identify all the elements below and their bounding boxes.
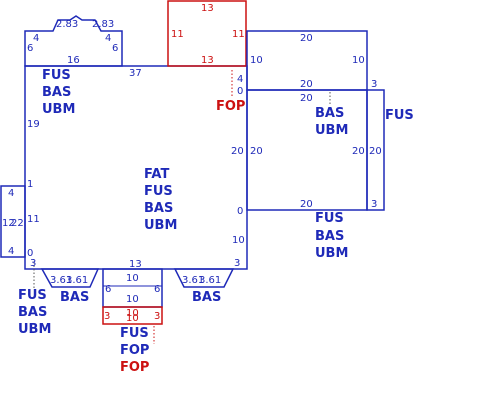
bot-right-label: BAS [192, 290, 221, 305]
dim-red-bot-right: 3 [154, 311, 160, 322]
dim-top-flap-left-side: 6 [27, 43, 33, 54]
dim-red-top-bottom: 13 [201, 55, 214, 66]
red-top-label: FOP [216, 99, 245, 114]
dim-bot-box-mid: 10 [126, 294, 139, 305]
dim-red-bot-left: 3 [104, 311, 110, 322]
dim-bot-box-left: 6 [105, 284, 111, 295]
dim-top-flap-left-top: 4 [33, 33, 39, 44]
dim-main-left-zero: 0 [27, 248, 33, 259]
right-side-panel-outline [366, 89, 385, 211]
dim-right-upper-bottom: 20 [300, 79, 313, 90]
top-flap-label-2: BAS [42, 85, 71, 100]
dim-top-flap-top-a: 2.83 [56, 19, 78, 30]
top-flap-outline [24, 15, 123, 67]
right-main-label-3: UBM [315, 246, 348, 261]
main-label-4: UBM [144, 218, 177, 233]
right-main-label-1: FUS [315, 211, 344, 226]
dim-bot-box-top: 10 [126, 273, 139, 284]
dim-red-bot-top: 10 [126, 308, 139, 319]
left-flap-label-2: BAS [18, 305, 47, 320]
right-upper-label-2: UBM [315, 123, 348, 138]
dim-top-flap-bottom: 16 [67, 55, 80, 66]
dim-red-top-left: 11 [171, 29, 184, 40]
left-flap-outline [0, 185, 26, 258]
dim-red-top-right: 11 [232, 29, 245, 40]
dim-right-main-left: 20 [250, 146, 263, 157]
dim-top-flap-top-b: 2.83 [92, 19, 114, 30]
bottom-left-flap-outline [40, 268, 100, 288]
dim-right-main-top: 20 [300, 93, 313, 104]
dim-main-right-top: 4 [237, 74, 243, 85]
dim-bot-left-a: 3.61 [50, 275, 72, 286]
dim-top-flap-right-top: 4 [105, 33, 111, 44]
dim-right-upper-left: 10 [250, 55, 263, 66]
dim-bot-right-b: 3.61 [199, 275, 221, 286]
region-labels: FUS BAS UBM FOP FAT FUS BAS UBM BAS UBM … [18, 68, 414, 375]
right-side-label: FUS [385, 108, 414, 123]
red-bot-label: FOP [120, 360, 149, 375]
dim-left-flap-mid2: 22 [11, 218, 24, 229]
dim-right-side-bottom: 3 [371, 199, 377, 210]
dim-bot-box-right: 6 [154, 284, 160, 295]
dim-main-left-upper: 19 [27, 119, 40, 130]
dim-right-side-mid: 20 [369, 146, 382, 157]
left-flap-label-1: FUS [18, 288, 47, 303]
dim-main-right-mid: 20 [231, 146, 244, 157]
dim-main-right-bottom: 3 [234, 258, 240, 269]
dim-main-right-zero2: 0 [237, 206, 243, 217]
top-flap-label-1: FUS [42, 68, 71, 83]
top-flap-label-3: UBM [42, 102, 75, 117]
dim-bot-right-a: 3.61 [182, 275, 204, 286]
dim-red-bot-mid: 10 [126, 313, 139, 324]
dimension-labels: 2.83 2.83 4 4 6 6 16 37 19 1 11 0 3 13 4… [2, 3, 382, 324]
dim-bot-left-b: 3.61 [66, 275, 88, 286]
bot-box-label-1: FUS [120, 326, 149, 341]
dim-main-right-zero: 0 [237, 86, 243, 97]
dim-main-right-lower: 10 [232, 235, 245, 246]
bot-box-label-2: FOP [120, 343, 149, 358]
diagram-outlines [0, 0, 385, 344]
right-main-label-2: BAS [315, 229, 344, 244]
dim-right-upper-right: 10 [352, 55, 365, 66]
right-main-panel-outline [246, 89, 368, 211]
dim-top-flap-right-side: 6 [112, 43, 118, 54]
right-upper-label-1: BAS [315, 106, 344, 121]
dim-main-left-mid: 1 [27, 179, 33, 190]
dim-right-side-top: 3 [371, 79, 377, 90]
dim-main-left-lower: 11 [27, 214, 40, 225]
dim-right-main-right: 20 [352, 146, 365, 157]
bottom-right-flap-outline [173, 268, 235, 288]
dim-main-left-bottom: 3 [30, 258, 36, 269]
dim-main-top: 37 [129, 68, 142, 79]
main-label-1: FAT [144, 167, 169, 182]
red-bottom-strip-outline [102, 306, 163, 325]
main-label-2: FUS [144, 184, 173, 199]
dim-right-upper-top: 20 [300, 33, 313, 44]
dim-left-flap-mid: 12 [2, 218, 15, 229]
dim-left-flap-bottom: 4 [8, 246, 14, 257]
left-flap-label-3: UBM [18, 322, 51, 337]
dim-right-main-bottom: 20 [300, 199, 313, 210]
dim-red-top-top: 13 [201, 3, 214, 14]
red-top-panel-outline [167, 0, 247, 67]
main-label-3: BAS [144, 201, 173, 216]
dim-main-bottom: 13 [129, 259, 142, 270]
dim-left-flap-top: 4 [8, 188, 14, 199]
bot-left-label: BAS [60, 290, 89, 305]
